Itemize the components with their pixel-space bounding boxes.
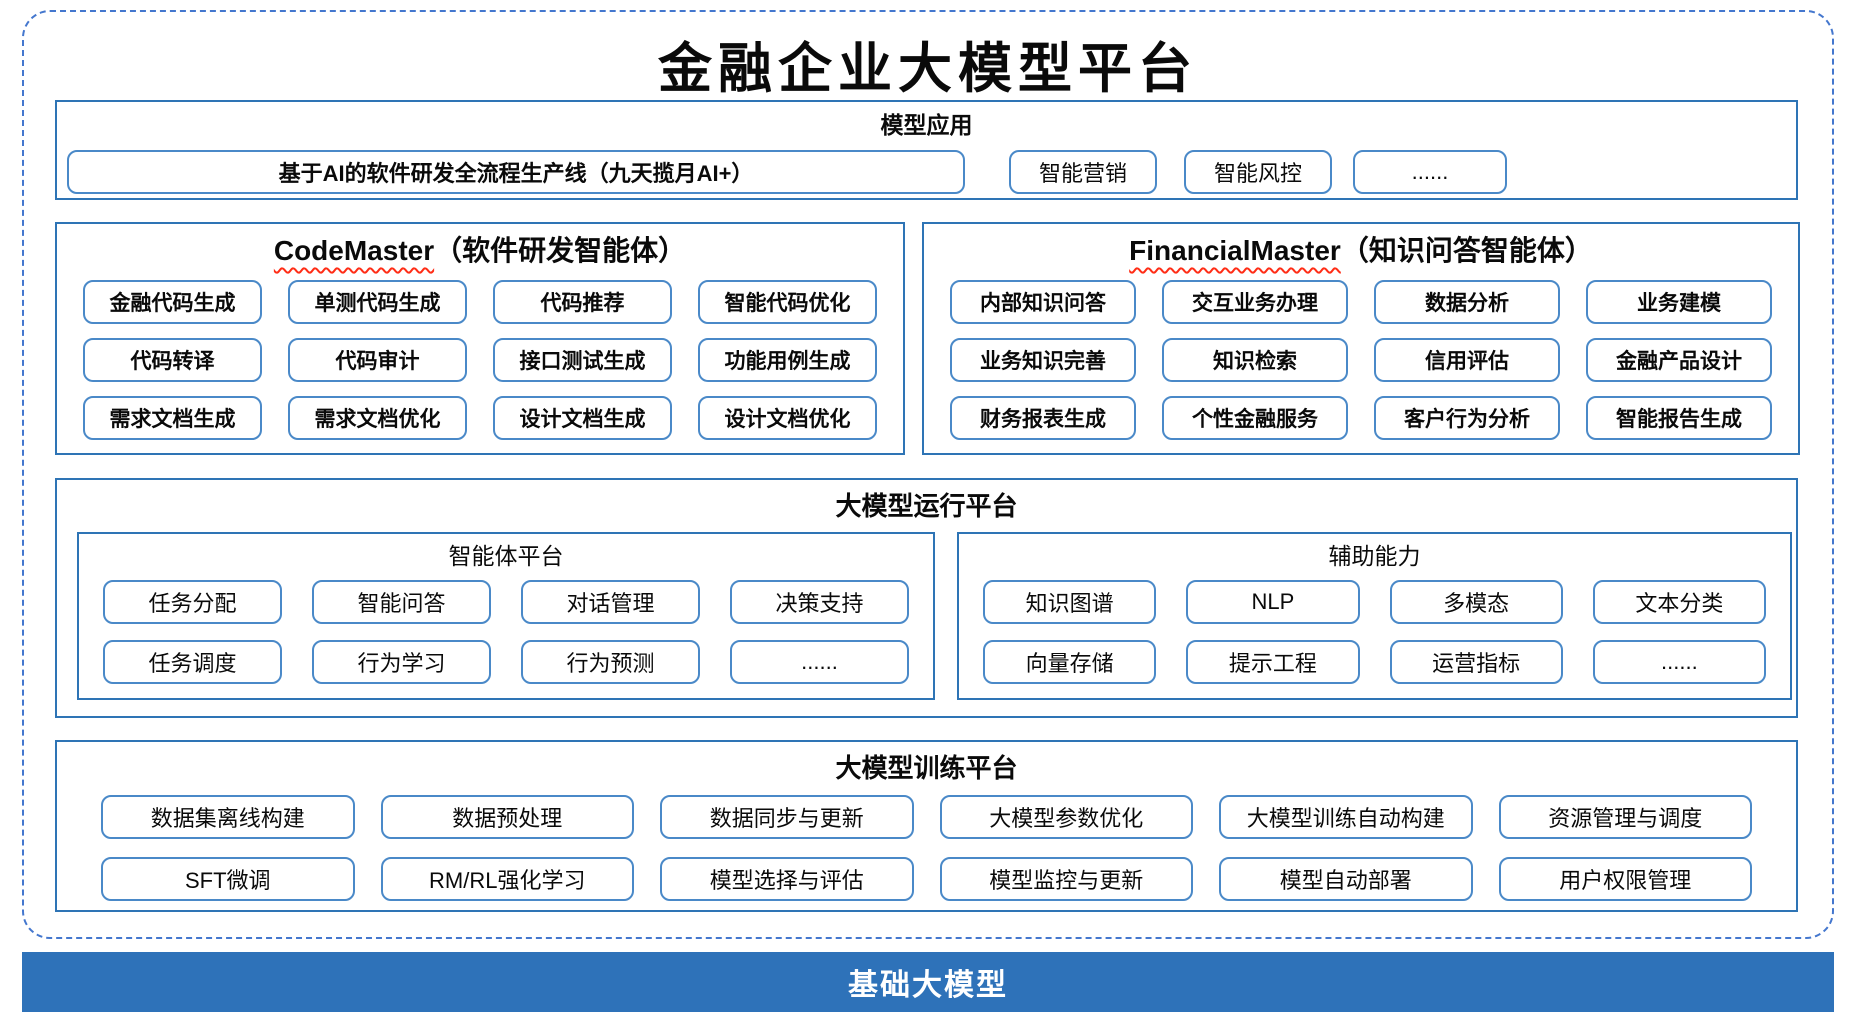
capability-box: 金融产品设计 (1586, 338, 1772, 382)
capability-box: 需求文档生成 (83, 396, 262, 440)
capability-box: 业务建模 (1586, 280, 1772, 324)
aux-capability-box: 辅助能力 知识图谱 NLP 多模态 文本分类 向量存储 提示工程 运营指标 ..… (957, 532, 1792, 700)
capability-box: 文本分类 (1592, 580, 1766, 624)
model-application-header: 模型应用 (880, 112, 973, 138)
codemaster-section: CodeMaster（软件研发智能体） 金融代码生成 单测代码生成 代码推荐 智… (55, 222, 905, 455)
capability-box: 数据分析 (1374, 280, 1560, 324)
agent-platform-box: 智能体平台 任务分配 智能问答 对话管理 决策支持 任务调度 行为学习 行为预测… (77, 532, 935, 700)
capability-box: 行为学习 (312, 640, 491, 684)
codemaster-title-zh: （软件研发智能体） (434, 235, 687, 266)
capability-box: 运营指标 (1389, 640, 1563, 684)
financialmaster-title-zh: （知识问答智能体） (1340, 235, 1593, 266)
ai-software-pipeline-box: 基于AI的软件研发全流程生产线（九天揽月AI+） (67, 150, 965, 194)
codemaster-grid: 金融代码生成 单测代码生成 代码推荐 智能代码优化 代码转译 代码审计 接口测试… (57, 270, 903, 440)
more-apps-box: ...... (1353, 150, 1507, 194)
training-platform-section: 大模型训练平台 数据集离线构建 数据预处理 数据同步与更新 大模型参数优化 大模… (55, 740, 1798, 912)
capability-box: RM/RL强化学习 (380, 857, 634, 901)
capability-box: 设计文档优化 (698, 396, 877, 440)
capability-box: 接口测试生成 (493, 338, 672, 382)
training-grid: 数据集离线构建 数据预处理 数据同步与更新 大模型参数优化 大模型训练自动构建 … (57, 785, 1796, 901)
financialmaster-section: FinancialMaster（知识问答智能体） 内部知识问答 交互业务办理 数… (922, 222, 1800, 455)
base-model-label: 基础大模型 (848, 969, 1008, 1002)
capability-box: 提示工程 (1186, 640, 1360, 684)
runtime-platform-section: 大模型运行平台 智能体平台 任务分配 智能问答 对话管理 决策支持 任务调度 行… (55, 478, 1798, 718)
capability-box: 金融代码生成 (83, 280, 262, 324)
capability-box: 知识检索 (1162, 338, 1348, 382)
smart-marketing-box: 智能营销 (1009, 150, 1157, 194)
runtime-platform-header: 大模型运行平台 (835, 491, 1018, 521)
capability-box: SFT微调 (101, 857, 355, 901)
capability-box: 代码转译 (83, 338, 262, 382)
capability-box: 代码审计 (288, 338, 467, 382)
capability-box: 设计文档生成 (493, 396, 672, 440)
codemaster-title: CodeMaster（软件研发智能体） (57, 224, 903, 270)
aux-capability-title: 辅助能力 (1328, 543, 1421, 569)
capability-box: 代码推荐 (493, 280, 672, 324)
capability-box: 对话管理 (521, 580, 700, 624)
capability-box: 大模型训练自动构建 (1219, 795, 1473, 839)
capability-box: ...... (1592, 640, 1766, 684)
financialmaster-title-en: FinancialMaster (1129, 235, 1341, 266)
agent-platform-grid: 任务分配 智能问答 对话管理 决策支持 任务调度 行为学习 行为预测 .....… (79, 572, 933, 684)
financialmaster-title: FinancialMaster（知识问答智能体） (924, 224, 1798, 270)
capability-box: 任务调度 (103, 640, 282, 684)
smart-risk-control-box: 智能风控 (1184, 150, 1332, 194)
base-model-bar: 基础大模型 (22, 952, 1834, 1012)
capability-box: 内部知识问答 (950, 280, 1136, 324)
capability-box: 行为预测 (521, 640, 700, 684)
agent-platform-title: 智能体平台 (448, 543, 564, 569)
capability-box: 需求文档优化 (288, 396, 467, 440)
capability-box: 多模态 (1389, 580, 1563, 624)
aux-capability-grid: 知识图谱 NLP 多模态 文本分类 向量存储 提示工程 运营指标 ...... (959, 572, 1790, 684)
model-application-row: 基于AI的软件研发全流程生产线（九天揽月AI+） 智能营销 智能风控 .....… (67, 150, 1786, 194)
capability-box: 任务分配 (103, 580, 282, 624)
capability-box: 模型监控与更新 (939, 857, 1193, 901)
capability-box: 资源管理与调度 (1498, 795, 1752, 839)
capability-box: 决策支持 (730, 580, 909, 624)
financialmaster-grid: 内部知识问答 交互业务办理 数据分析 业务建模 业务知识完善 知识检索 信用评估… (924, 270, 1798, 440)
capability-box: 模型自动部署 (1219, 857, 1473, 901)
capability-box: 单测代码生成 (288, 280, 467, 324)
capability-box: 向量存储 (983, 640, 1157, 684)
capability-box: 功能用例生成 (698, 338, 877, 382)
capability-box: 交互业务办理 (1162, 280, 1348, 324)
capability-box: 业务知识完善 (950, 338, 1136, 382)
capability-box: 个性金融服务 (1162, 396, 1348, 440)
capability-box: 大模型参数优化 (939, 795, 1193, 839)
capability-box: 智能代码优化 (698, 280, 877, 324)
capability-box: 知识图谱 (983, 580, 1157, 624)
capability-box: 数据预处理 (380, 795, 634, 839)
capability-box: 模型选择与评估 (660, 857, 914, 901)
codemaster-title-en: CodeMaster (273, 235, 435, 266)
capability-box: 数据同步与更新 (660, 795, 914, 839)
capability-box: NLP (1186, 580, 1360, 624)
capability-box: 智能问答 (312, 580, 491, 624)
model-application-section: 模型应用 基于AI的软件研发全流程生产线（九天揽月AI+） 智能营销 智能风控 … (55, 100, 1798, 200)
capability-box: ...... (730, 640, 909, 684)
capability-box: 信用评估 (1374, 338, 1560, 382)
capability-box: 客户行为分析 (1374, 396, 1560, 440)
capability-box: 用户权限管理 (1498, 857, 1752, 901)
capability-box: 财务报表生成 (950, 396, 1136, 440)
capability-box: 数据集离线构建 (101, 795, 355, 839)
training-platform-header: 大模型训练平台 (835, 753, 1018, 783)
capability-box: 智能报告生成 (1586, 396, 1772, 440)
page-title: 金融企业大模型平台 (658, 36, 1198, 100)
